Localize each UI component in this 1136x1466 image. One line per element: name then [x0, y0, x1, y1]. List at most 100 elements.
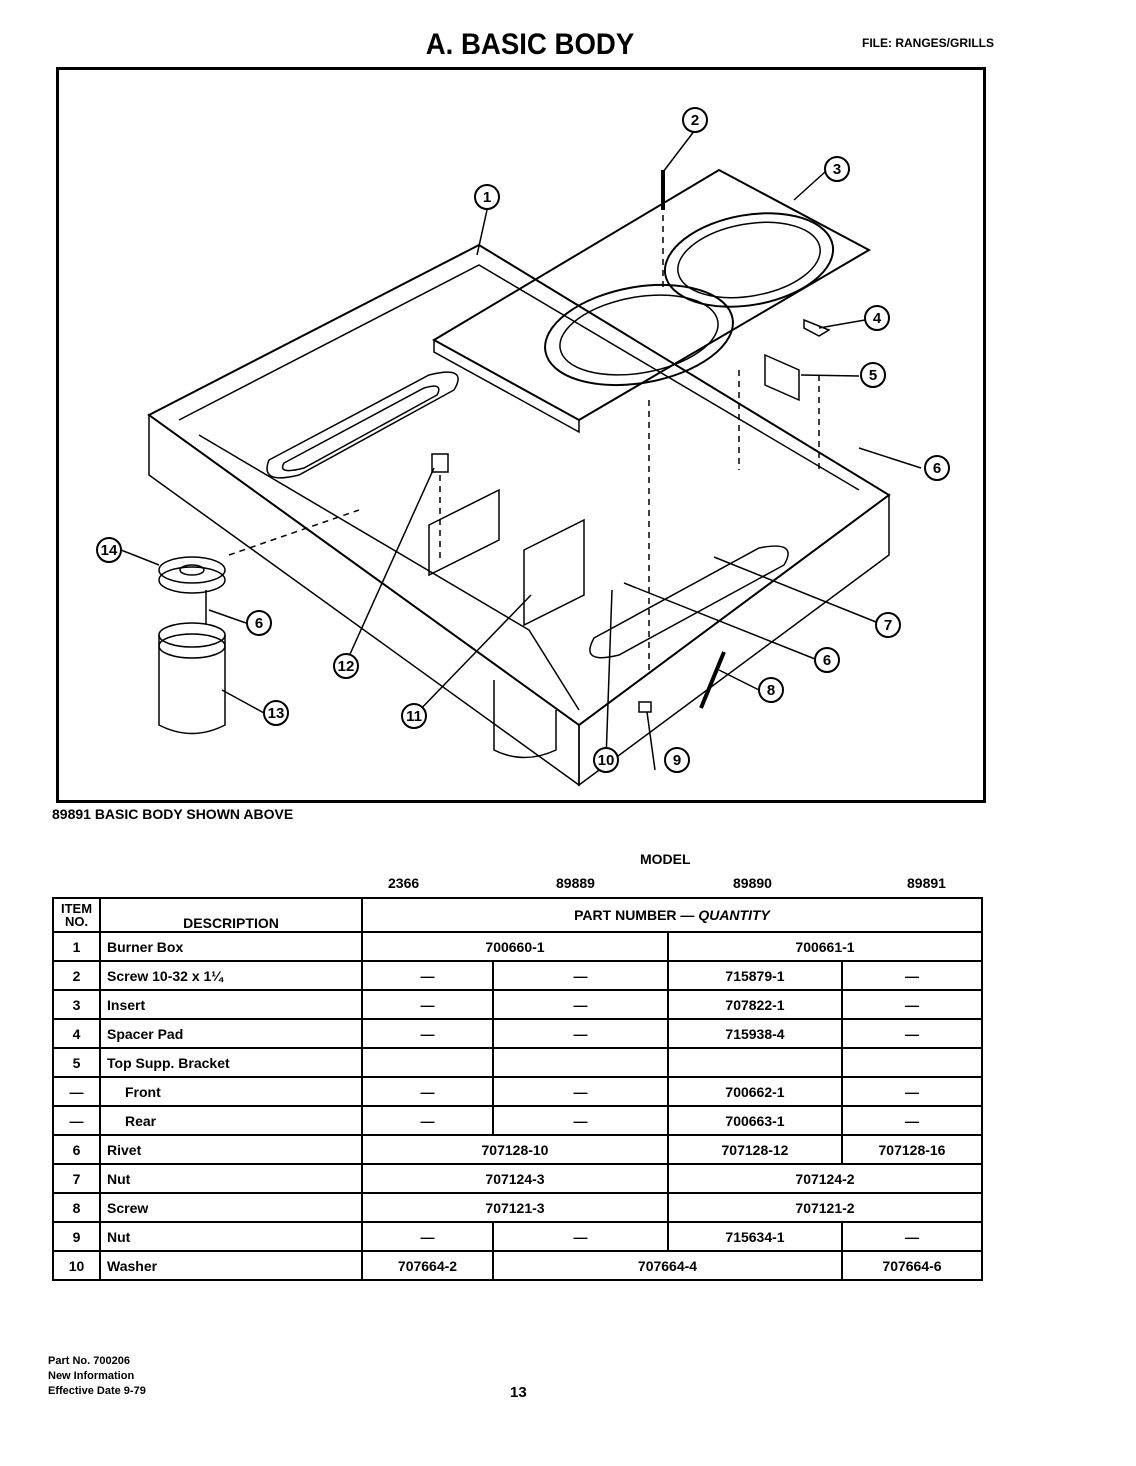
callout-9: 9	[664, 747, 690, 773]
part-number-cell	[492, 1047, 669, 1078]
header-item-no: ITEM NO.	[52, 897, 101, 933]
table-row: —Rear——700663-1—	[52, 1105, 983, 1136]
page-number: 13	[510, 1384, 527, 1401]
item-number: 2	[52, 960, 101, 991]
item-number: 10	[52, 1250, 101, 1281]
part-number-cell: 707128-12	[667, 1134, 843, 1165]
part-number-cell: 715634-1	[667, 1221, 843, 1252]
model-2366: 2366	[388, 875, 420, 891]
callout-6-center-label: 6	[823, 652, 831, 669]
callout-2-label: 2	[691, 112, 699, 129]
item-description: Rivet	[99, 1134, 363, 1165]
part-number-cell: —	[841, 1076, 983, 1107]
part-number-cell: —	[361, 1018, 494, 1049]
callout-9-label: 9	[673, 752, 681, 769]
item-description: Spacer Pad	[99, 1018, 363, 1049]
item-description: Rear	[99, 1105, 363, 1136]
callout-12: 12	[333, 653, 359, 679]
file-label: FILE: RANGES/GRILLS	[862, 36, 994, 50]
item-number: —	[52, 1076, 101, 1107]
header-description: DESCRIPTION	[99, 897, 363, 933]
callout-4-label: 4	[873, 310, 882, 327]
part-number-cell: —	[841, 960, 983, 991]
part-number-cell: 707121-3	[361, 1192, 669, 1223]
footer-part-no: Part No. 700206	[48, 1355, 130, 1367]
callout-7: 7	[875, 612, 901, 638]
callout-13: 13	[263, 700, 289, 726]
item-number: 3	[52, 989, 101, 1020]
callout-6-center: 6	[814, 647, 840, 673]
callout-14: 14	[96, 537, 122, 563]
callout-8-label: 8	[767, 682, 775, 699]
callout-1: 1	[474, 184, 500, 210]
item-description: Nut	[99, 1221, 363, 1252]
callout-10: 10	[593, 747, 619, 773]
part-number-cell	[361, 1047, 494, 1078]
part-number-cell: 707664-2	[361, 1250, 494, 1281]
part-number-cell: 707664-4	[492, 1250, 843, 1281]
diagram-drawing: 1 2 3 4 5 6 7 8 9 10 11 12 13 14 6 6	[96, 107, 950, 787]
callout-10-label: 10	[598, 752, 615, 769]
part-number-cell: —	[492, 989, 669, 1020]
part-number-cell: 707128-10	[361, 1134, 669, 1165]
part-number-cell: —	[361, 989, 494, 1020]
part-number-cell: —	[361, 960, 494, 991]
parts-table: ITEM NO. DESCRIPTION PART NUMBER — QUANT…	[52, 897, 983, 1281]
item-description: Insert	[99, 989, 363, 1020]
part-number-cell: 707121-2	[667, 1192, 983, 1223]
callout-labels: 1 2 3 4 5 6 7 8 9 10 11 12 13 14 6 6	[96, 107, 950, 773]
part-number-cell: 715938-4	[667, 1018, 843, 1049]
callout-1-label: 1	[483, 189, 491, 206]
callout-3-label: 3	[833, 161, 841, 178]
oval-opening-left	[266, 371, 459, 479]
part-number-cell: —	[492, 1018, 669, 1049]
header-part-number: PART NUMBER — QUANTITY	[361, 897, 983, 933]
oval-opening-right	[589, 545, 789, 659]
part-number-cell: —	[361, 1221, 494, 1252]
part-number-cell: 700663-1	[667, 1105, 843, 1136]
item-number: 7	[52, 1163, 101, 1194]
item-description: Burner Box	[99, 931, 363, 962]
part-number-cell: —	[361, 1076, 494, 1107]
item-number: 9	[52, 1221, 101, 1252]
item-description: Screw	[99, 1192, 363, 1223]
part-number-cell	[841, 1047, 983, 1078]
jar	[158, 635, 226, 735]
item-description: Washer	[99, 1250, 363, 1281]
callout-13-label: 13	[268, 705, 285, 722]
burner-box-outline	[147, 243, 891, 727]
part-number-cell: —	[492, 1105, 669, 1136]
model-89890: 89890	[733, 875, 772, 891]
item-description: Front	[99, 1076, 363, 1107]
header-quantity-text: QUANTITY	[698, 907, 770, 923]
callout-2: 2	[682, 107, 708, 133]
part-number-cell: 700661-1	[667, 931, 983, 962]
part-number-cell: 707128-16	[841, 1134, 983, 1165]
item-number: 4	[52, 1018, 101, 1049]
callout-6-right: 6	[924, 455, 950, 481]
model-89891: 89891	[907, 875, 946, 891]
part-number-cell: 715879-1	[667, 960, 843, 991]
callout-8: 8	[758, 677, 784, 703]
footer-effective-date: Effective Date 9-79	[48, 1385, 146, 1397]
item-number: —	[52, 1105, 101, 1136]
callout-6-left-label: 6	[255, 615, 263, 632]
callout-3: 3	[824, 156, 850, 182]
part-number-cell: —	[841, 1221, 983, 1252]
callout-11: 11	[401, 703, 427, 729]
callout-7-label: 7	[884, 617, 892, 634]
footer: Part No. 700206 New Information Effectiv…	[48, 1354, 146, 1399]
callout-6-left: 6	[246, 610, 272, 636]
model-89889: 89889	[556, 875, 595, 891]
item-number: 5	[52, 1047, 101, 1078]
part-number-cell: —	[492, 1076, 669, 1107]
part-number-cell: —	[841, 1105, 983, 1136]
